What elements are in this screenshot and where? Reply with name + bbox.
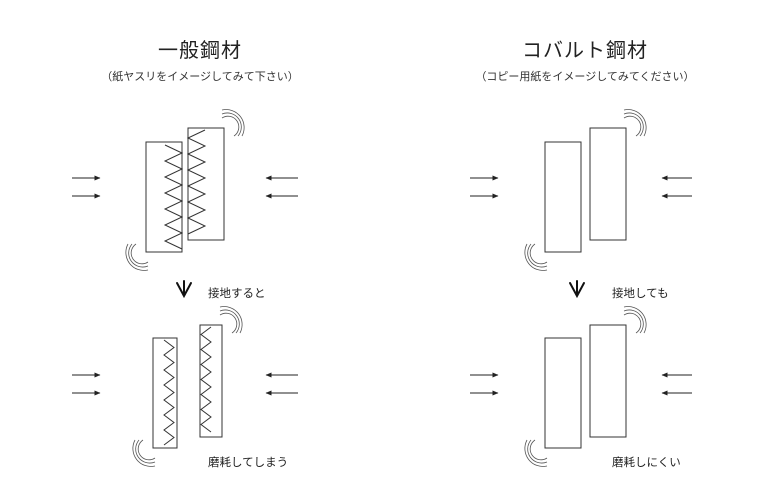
left-bottom-teeth-right (200, 326, 212, 433)
vibration-icon (524, 439, 548, 467)
right-top-plate-right (589, 127, 627, 241)
vibration-icon (132, 439, 156, 467)
vibration-icon (221, 109, 245, 137)
right-top-plate-left (544, 141, 582, 253)
vibration-icon (623, 115, 642, 137)
vibration-icon (623, 109, 647, 137)
right-result-label: 磨耗しにくい (612, 455, 681, 469)
vibration-icon (128, 243, 149, 268)
left-title: 一般鋼材 (158, 38, 242, 62)
vibration-icon (137, 439, 156, 461)
right-contact-label: 接地しても (612, 286, 669, 300)
vibration-icon (221, 112, 242, 137)
left-bottom-teeth-left (163, 339, 175, 446)
vibration-icon (125, 243, 149, 271)
vibration-icon (623, 306, 647, 334)
right-bottom-plate-left (544, 337, 582, 449)
arrow-down-icon (569, 280, 585, 299)
vibration-icon (219, 309, 240, 334)
left-subtitle: （紙ヤスリをイメージしてみて下さい） (101, 70, 299, 83)
vibration-icon (527, 243, 548, 268)
left-contact-label: 接地すると (208, 286, 266, 300)
vibration-icon (529, 243, 548, 265)
vibration-icon (623, 309, 644, 334)
left-top-teeth-right (186, 129, 207, 235)
vibration-icon (524, 243, 548, 271)
left-top-teeth-left (163, 144, 184, 250)
arrow-down-icon (176, 280, 192, 299)
left-top-plate-left (145, 141, 183, 253)
right-title: コバルト鋼材 (522, 38, 648, 62)
vibration-icon (527, 439, 548, 464)
vibration-icon (219, 306, 243, 334)
vibration-icon (221, 115, 240, 137)
left-result-label: 磨耗してしまう (208, 455, 289, 469)
right-subtitle: （コピー用紙をイメージしてみてください） (475, 70, 695, 83)
vibration-icon (130, 243, 149, 265)
vibration-icon (529, 439, 548, 461)
vibration-icon (135, 439, 156, 464)
right-bottom-plate-right (589, 324, 627, 438)
vibration-icon (623, 312, 642, 334)
vibration-icon (219, 312, 238, 334)
vibration-icon (623, 112, 644, 137)
